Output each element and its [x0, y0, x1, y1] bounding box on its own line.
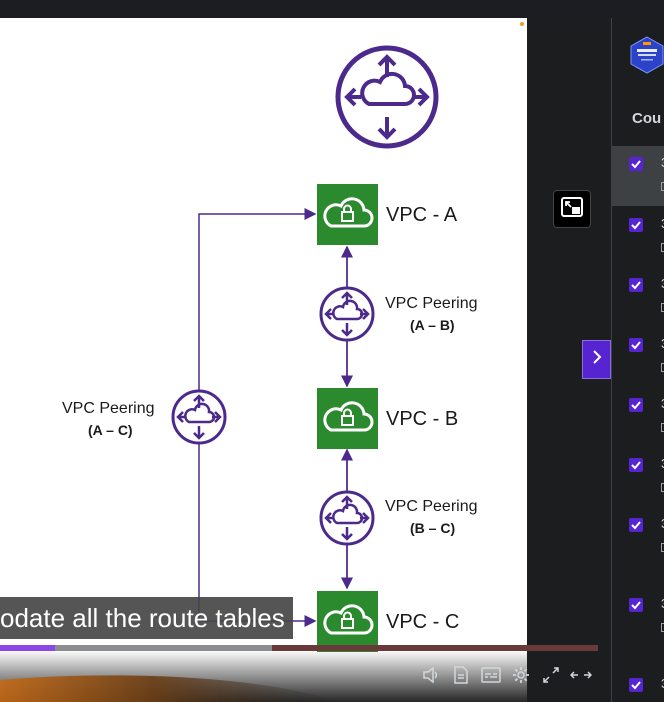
subtitle-caption: odate all the route tables: [0, 597, 293, 639]
peering-ab-pair: (A – B): [410, 317, 455, 333]
course-item[interactable]: 3: [612, 387, 664, 447]
peering-ab-label: VPC Peering: [385, 295, 478, 312]
course-item[interactable]: 3: [612, 146, 664, 206]
fullscreen-button[interactable]: [540, 666, 562, 688]
video-player[interactable]: VPC - A VPC - B VPC - C VPC Peering (A –…: [0, 18, 527, 702]
peering-ac-label: VPC Peering: [62, 400, 155, 417]
vpc-peering-ab-icon: [319, 286, 375, 342]
lecture-number: 3: [661, 596, 664, 611]
course-item[interactable]: 3: [612, 507, 664, 567]
peering-bc-pair: (B – C): [410, 520, 455, 536]
slide-diagram: VPC - A VPC - B VPC - C VPC Peering (A –…: [0, 22, 527, 702]
video-icon: [661, 543, 664, 552]
lecture-number: 3: [661, 676, 664, 691]
completed-checkbox[interactable]: [629, 518, 643, 532]
lecture-number: 3: [661, 336, 664, 351]
theater-mode-button[interactable]: [569, 666, 593, 688]
picture-in-picture-button[interactable]: [553, 190, 591, 228]
picture-in-picture-icon: [561, 196, 583, 222]
certification-badge-icon: [629, 36, 664, 74]
course-item[interactable]: 3: [612, 327, 664, 387]
peering-ac-pair: (A – C): [88, 422, 133, 438]
lecture-number: 3: [661, 276, 664, 291]
progress-buffer: [0, 645, 272, 651]
course-item[interactable]: 3: [612, 267, 664, 327]
top-bar: [0, 0, 664, 18]
expand-horizontal-icon: [569, 668, 593, 686]
completed-checkbox[interactable]: [629, 157, 643, 171]
slide-marker: [520, 22, 524, 26]
fullscreen-icon: [542, 666, 560, 689]
vpc-c-icon: [317, 591, 378, 652]
vpc-b-icon: [317, 388, 378, 449]
completed-checkbox[interactable]: [629, 598, 643, 612]
course-item[interactable]: 3: [612, 447, 664, 507]
course-item[interactable]: 3: [612, 587, 664, 647]
volume-icon: [422, 665, 440, 688]
video-icon: [661, 423, 664, 432]
progress-fill: [0, 645, 56, 651]
lecture-number: 3: [661, 216, 664, 231]
peering-bc-label: VPC Peering: [385, 498, 478, 515]
lecture-number: 3: [661, 456, 664, 471]
lecture-number: 3: [661, 516, 664, 531]
course-item[interactable]: 3: [612, 667, 664, 702]
vpc-c-label: VPC - C: [386, 611, 459, 633]
captions-icon: [481, 666, 501, 688]
settings-button[interactable]: [510, 666, 532, 688]
completed-checkbox[interactable]: [629, 338, 643, 352]
completed-checkbox[interactable]: [629, 218, 643, 232]
video-icon: [661, 363, 664, 372]
progress-track[interactable]: [0, 645, 598, 651]
completed-checkbox[interactable]: [629, 398, 643, 412]
vpc-a-label: VPC - A: [386, 204, 458, 226]
chevron-right-icon: [591, 349, 603, 370]
lecture-number: 3: [661, 155, 664, 170]
captions-button[interactable]: [479, 666, 503, 688]
volume-button[interactable]: [420, 665, 442, 688]
internet-router-icon: [335, 45, 439, 149]
completed-checkbox[interactable]: [629, 458, 643, 472]
video-icon: [661, 483, 664, 492]
video-icon: [661, 623, 664, 632]
video-icon: [661, 243, 664, 252]
course-content-sidebar: Cou 3 3 3 3 3 3 3 3 3: [611, 18, 664, 702]
vpc-b-label: VPC - B: [386, 408, 458, 430]
course-content-title: Cou: [632, 110, 662, 127]
transcript-icon: [454, 665, 468, 689]
completed-checkbox[interactable]: [629, 278, 643, 292]
video-icon: [661, 303, 664, 312]
expand-sidebar-button[interactable]: [582, 340, 611, 379]
video-icon: [661, 182, 664, 191]
vpc-peering-bc-icon: [319, 490, 375, 546]
completed-checkbox[interactable]: [629, 678, 643, 692]
transcript-button[interactable]: [451, 665, 471, 689]
vpc-peering-ac-icon: [171, 389, 227, 445]
gear-icon: [512, 666, 530, 689]
vpc-a-icon: [317, 184, 378, 245]
lecture-number: 3: [661, 396, 664, 411]
course-item[interactable]: 3: [612, 207, 664, 267]
